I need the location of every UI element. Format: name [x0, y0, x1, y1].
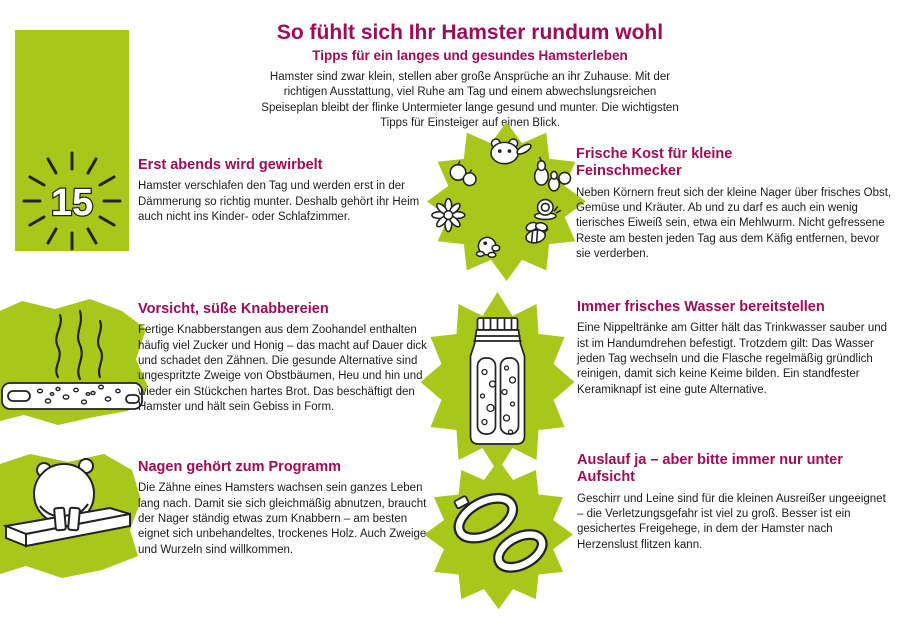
page-subtitle: Tipps für ein langes und gesundes Hamste… [312, 48, 628, 64]
snail-icon [533, 198, 562, 221]
section-bottom-left: Nagen gehört zum Programm Die Zähne eine… [138, 459, 438, 558]
section-body: Neben Körnern freut sich der kleine Nage… [576, 186, 892, 260]
section-body: Fertige Knabberstangen aus dem Zoohandel… [138, 324, 427, 413]
wreath-illustration [427, 122, 587, 282]
pears-and-apple-icon [533, 156, 572, 192]
steam-icon [55, 309, 104, 381]
page-title: So fühlt sich Ihr Hamster rundum wohl [276, 21, 664, 44]
section-heading: Nagen gehört zum Programm [138, 459, 342, 475]
nibble-stick-illustration [0, 299, 148, 425]
section-heading: Erst abends wird gewirbelt [138, 157, 323, 173]
section-body: Geschirr und Leine sind für die kleinen … [577, 492, 886, 551]
badge-number: 15 [51, 182, 93, 224]
band-icon [453, 492, 548, 573]
bottle-icon [469, 317, 526, 445]
section-top-left: Erst abends wird gewirbelt Hamster versc… [138, 157, 438, 225]
figure-eight-band-illustration [424, 460, 574, 610]
section-heading: Frische Kost für kleine Feinschmecker [576, 146, 733, 180]
section-body: Die Zähne eines Hamsters wachsen sein ga… [138, 482, 427, 556]
bubbles-icon [479, 365, 517, 435]
section-mid-left: Vorsicht, süße Knabbereien Fertige Knabb… [138, 301, 438, 415]
section-bottom-right: Auslauf ja – aber bitte immer nur unter … [577, 452, 899, 553]
number-15-starburst-icon: 15 [22, 151, 122, 251]
apples-icon [449, 160, 477, 187]
hamster-gnawing-illustration [0, 454, 141, 578]
section-body: Eine Nippeltränke am Gitter hält das Tri… [577, 322, 888, 396]
section-mid-right: Immer frisches Wasser bereitstellen Eine… [577, 299, 899, 398]
green-square-panel: 15 [15, 30, 129, 251]
daisy-flower-icon [431, 197, 466, 233]
section-heading: Auslauf ja – aber bitte immer nur unter … [577, 452, 843, 486]
section-heading: Vorsicht, süße Knabbereien [138, 301, 329, 317]
hamster-with-leaf-icon [490, 138, 532, 165]
section-top-right: Frische Kost für kleine Feinschmecker Ne… [576, 146, 894, 262]
section-heading: Immer frisches Wasser bereitstellen [577, 299, 825, 315]
intro-text: Hamster sind zwar klein, stellen aber gr… [261, 71, 679, 129]
bee-icon [525, 221, 549, 244]
header: So fühlt sich Ihr Hamster rundum wohl Ti… [225, 20, 715, 131]
section-body: Hamster verschlafen den Tag und werden e… [138, 180, 420, 223]
water-bottle-illustration [420, 292, 575, 472]
mole-icon [475, 236, 501, 259]
